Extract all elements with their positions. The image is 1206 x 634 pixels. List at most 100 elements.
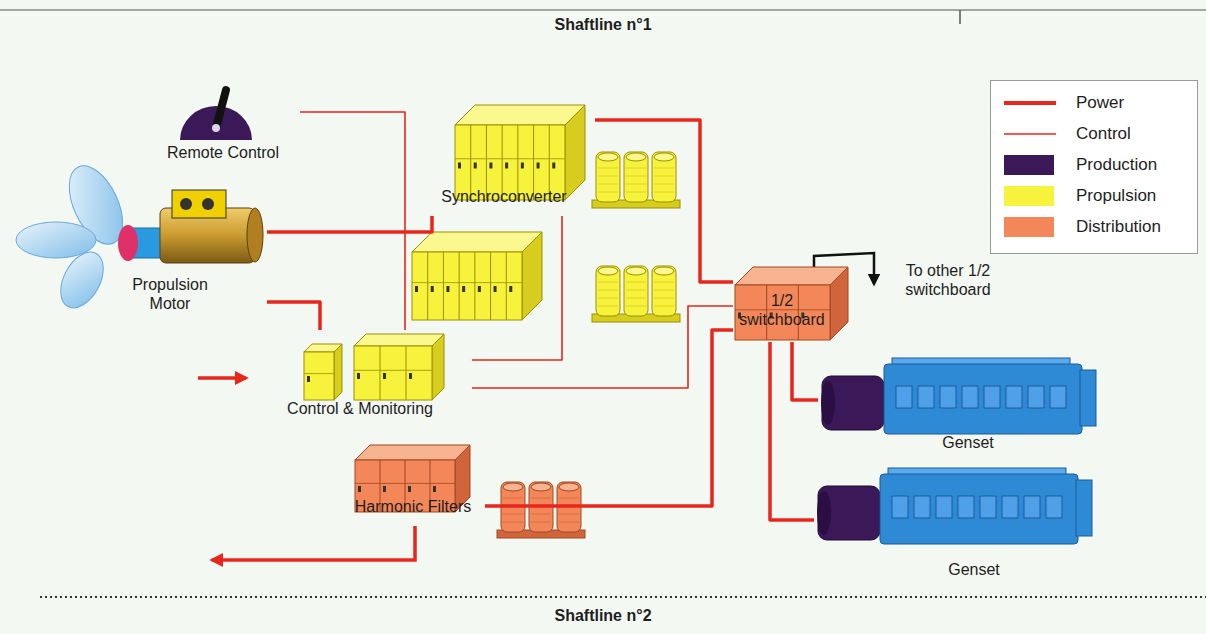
- cylinder-cover: [962, 386, 978, 408]
- engine-block: [880, 474, 1078, 544]
- coil-winding: [654, 192, 674, 193]
- cabinet-door-line: [506, 252, 507, 320]
- cylinder-cover: [980, 496, 996, 518]
- cabinet-door-line: [490, 252, 491, 320]
- legend-swatch: [1004, 217, 1054, 237]
- cabinet-panel-line: [354, 370, 432, 371]
- coil-winding: [531, 498, 551, 499]
- legend-text: Propulsion: [1076, 186, 1156, 206]
- coil-winding: [626, 290, 646, 291]
- legend-text: Power: [1076, 93, 1124, 113]
- cabinet-door-line: [459, 252, 460, 320]
- coil-winding: [503, 514, 523, 515]
- power-line: [595, 120, 733, 282]
- cabinet-handle: [431, 286, 434, 292]
- engine-block: [884, 364, 1082, 434]
- transformer-coil: [652, 266, 676, 316]
- coil-winding: [626, 168, 646, 169]
- cabinet-handle: [357, 373, 360, 379]
- motor-terminal-box: [172, 190, 226, 218]
- transformer-coil-top: [598, 267, 618, 275]
- input-arrow: [198, 376, 246, 380]
- power-line: [267, 302, 320, 330]
- cylinder-cover: [1006, 386, 1022, 408]
- cabinet-side: [334, 344, 342, 400]
- node-label: Control & Monitoring: [250, 400, 470, 419]
- cabinet-handle: [408, 486, 411, 492]
- cylinder-cover: [1050, 386, 1066, 408]
- coil-winding: [598, 184, 618, 185]
- transformer: [592, 152, 680, 208]
- cabinet-panel-line: [304, 373, 334, 374]
- generator-end: [821, 381, 835, 425]
- equipment-node: Synchroconverter: [415, 100, 595, 216]
- cabinet-side: [432, 334, 444, 400]
- cabinet-panel-line: [735, 309, 830, 310]
- coil-winding: [654, 306, 674, 307]
- cabinet-front: [304, 352, 334, 400]
- cabinet-handle: [409, 373, 412, 379]
- transformer-coil-top: [503, 483, 523, 491]
- motor-end: [247, 208, 263, 262]
- cylinder-cover: [918, 386, 934, 408]
- monitoring-cabinet: [354, 334, 444, 400]
- propeller-blade: [52, 245, 112, 315]
- note-label: To other 1/2 switchboard: [884, 262, 1012, 300]
- filter-transformer: [497, 482, 585, 538]
- coil-winding: [626, 192, 646, 193]
- cabinet-front: [412, 252, 522, 320]
- cabinet-panel-line: [455, 158, 565, 159]
- engine-flange: [1080, 370, 1096, 426]
- coil-winding: [598, 176, 618, 177]
- section-title: Shaftline n°2: [0, 607, 1206, 626]
- converter-cabinet: [455, 105, 585, 200]
- cabinet-handle: [474, 163, 477, 169]
- cylinder-cover: [896, 386, 912, 408]
- output-arrow: [212, 526, 415, 560]
- coil-winding: [654, 184, 674, 185]
- legend-line: [1004, 101, 1056, 105]
- transformer-coil-top: [654, 267, 674, 275]
- cabinet-handle: [415, 286, 418, 292]
- power-line: [267, 216, 432, 232]
- cabinet-handle: [489, 163, 492, 169]
- cylinder-cover: [984, 386, 1000, 408]
- transformer-coil: [596, 152, 620, 202]
- legend-swatch: [1004, 155, 1054, 175]
- cabinet-handle: [383, 373, 386, 379]
- power-line: [770, 342, 814, 520]
- node-label: Genset: [924, 561, 1024, 580]
- genset-figure: [817, 468, 1092, 544]
- legend-line-sample: [1002, 123, 1058, 145]
- terminal: [180, 198, 192, 210]
- cabinet-top: [355, 445, 470, 460]
- remote-pivot: [212, 124, 220, 132]
- legend-line: [1004, 133, 1056, 135]
- transformer-coil-top: [654, 153, 674, 161]
- coil-winding: [598, 290, 618, 291]
- control-line: [472, 306, 733, 388]
- generator: [822, 376, 884, 430]
- equipment-node: Remote Control: [148, 72, 300, 170]
- engine-flange: [1076, 480, 1092, 536]
- cabinet-top: [412, 232, 542, 252]
- generator: [818, 486, 880, 540]
- generator-end: [817, 491, 831, 535]
- cabinet-side: [830, 267, 848, 340]
- equipment-node: Propulsion Motor: [112, 188, 267, 328]
- coil-winding: [626, 282, 646, 283]
- propeller-hub: [118, 225, 138, 261]
- cabinet-panel-line: [412, 282, 522, 283]
- legend-text: Distribution: [1076, 217, 1161, 237]
- cylinder-cover: [914, 496, 930, 518]
- node-label: 1/2 switchboard: [735, 292, 829, 330]
- cabinet-side: [522, 232, 542, 320]
- coil-winding: [654, 176, 674, 177]
- cabinet-handle: [505, 163, 508, 169]
- cabinet-handle: [458, 163, 461, 169]
- cabinet-handle: [307, 376, 310, 382]
- cabinet-handle: [509, 286, 512, 292]
- control-line: [472, 216, 562, 360]
- cabinet-door-line: [427, 252, 428, 320]
